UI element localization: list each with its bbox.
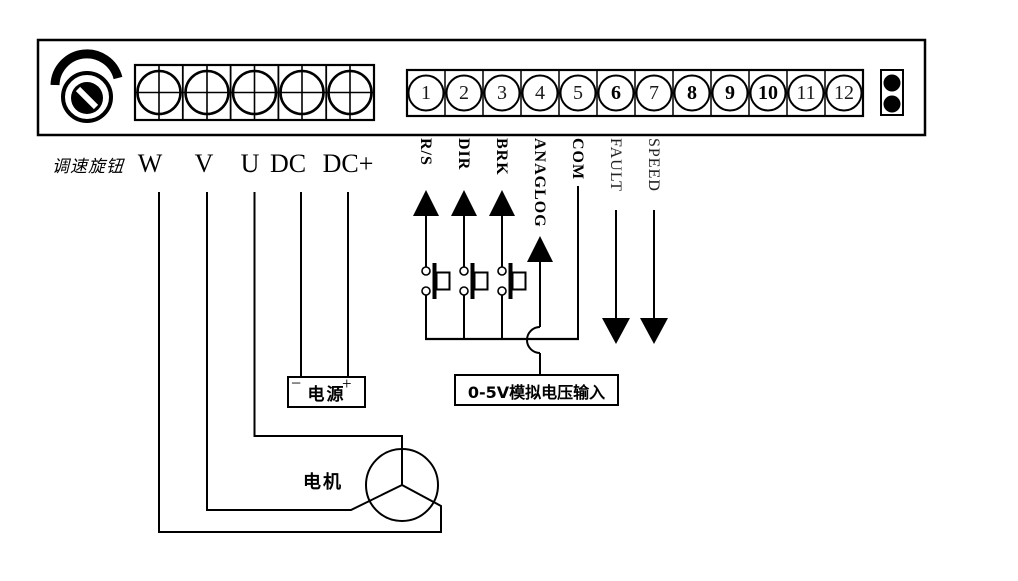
terminal-number: 9 bbox=[725, 82, 735, 104]
signal-label-speed: SPEED bbox=[645, 138, 662, 192]
signal-label-fault: FAULT bbox=[607, 138, 624, 192]
power-supply-label: 电源 bbox=[307, 385, 346, 405]
wire-u bbox=[253, 192, 403, 485]
down-arrow-icon bbox=[640, 318, 668, 344]
signal-label-brk: BRK bbox=[493, 138, 510, 176]
push-button-switch-icon bbox=[421, 262, 451, 300]
terminal-label-v: V bbox=[194, 149, 214, 178]
analog-input-label: 0-5V模拟电压输入 bbox=[467, 383, 606, 402]
speed-knob-label: 调速旋钮 bbox=[52, 157, 124, 176]
terminal-label-dc-plus: DC+ bbox=[322, 149, 374, 178]
terminal-label-w: W bbox=[137, 149, 163, 178]
led-indicator-block bbox=[880, 69, 904, 116]
signal-label-dir: DIR bbox=[455, 138, 472, 171]
terminal-number: 8 bbox=[687, 82, 697, 104]
terminal-number: 11 bbox=[796, 82, 816, 104]
down-arrow-icon bbox=[602, 318, 630, 344]
power-supply-box bbox=[287, 376, 366, 408]
analog-input-box bbox=[454, 374, 619, 406]
push-button-switch-icon bbox=[497, 262, 527, 300]
signal-wiring bbox=[413, 186, 668, 375]
wire-v bbox=[206, 192, 403, 511]
up-arrow-icon bbox=[527, 236, 553, 262]
terminal-number: 4 bbox=[535, 82, 545, 104]
terminal-label-dc-minus: DC bbox=[269, 149, 307, 178]
terminal-number: 5 bbox=[573, 82, 583, 104]
signal-label-com: COM bbox=[569, 138, 586, 181]
power-wiring bbox=[158, 192, 442, 533]
push-button-switch-icon bbox=[459, 262, 489, 300]
up-arrow-icon bbox=[451, 190, 477, 216]
power-minus-sign: − bbox=[291, 373, 302, 393]
terminal-number: 2 bbox=[459, 82, 469, 104]
wire-w bbox=[158, 192, 442, 533]
speed-knob-icon bbox=[50, 49, 123, 123]
three-phase-motor-icon bbox=[365, 448, 439, 522]
terminal-number: 3 bbox=[497, 82, 507, 104]
led-dot-icon bbox=[883, 95, 901, 113]
power-terminal-block bbox=[133, 63, 376, 122]
terminal-label-u: U bbox=[240, 149, 260, 178]
power-plus-sign: + bbox=[342, 374, 352, 393]
terminal-number: 6 bbox=[611, 82, 621, 104]
terminal-number: 10 bbox=[758, 82, 778, 104]
signal-label-rs: R/S bbox=[417, 138, 434, 166]
up-arrow-icon bbox=[489, 190, 515, 216]
up-arrow-icon bbox=[413, 190, 439, 216]
terminal-number: 1 bbox=[421, 82, 431, 104]
signal-terminal-block bbox=[405, 68, 865, 118]
terminal-number: 7 bbox=[649, 82, 659, 104]
signal-label-anaglog: ANAGLOG bbox=[531, 138, 548, 228]
terminal-number: 12 bbox=[834, 82, 854, 104]
motor-label: 电机 bbox=[303, 472, 343, 493]
led-dot-icon bbox=[883, 74, 901, 92]
